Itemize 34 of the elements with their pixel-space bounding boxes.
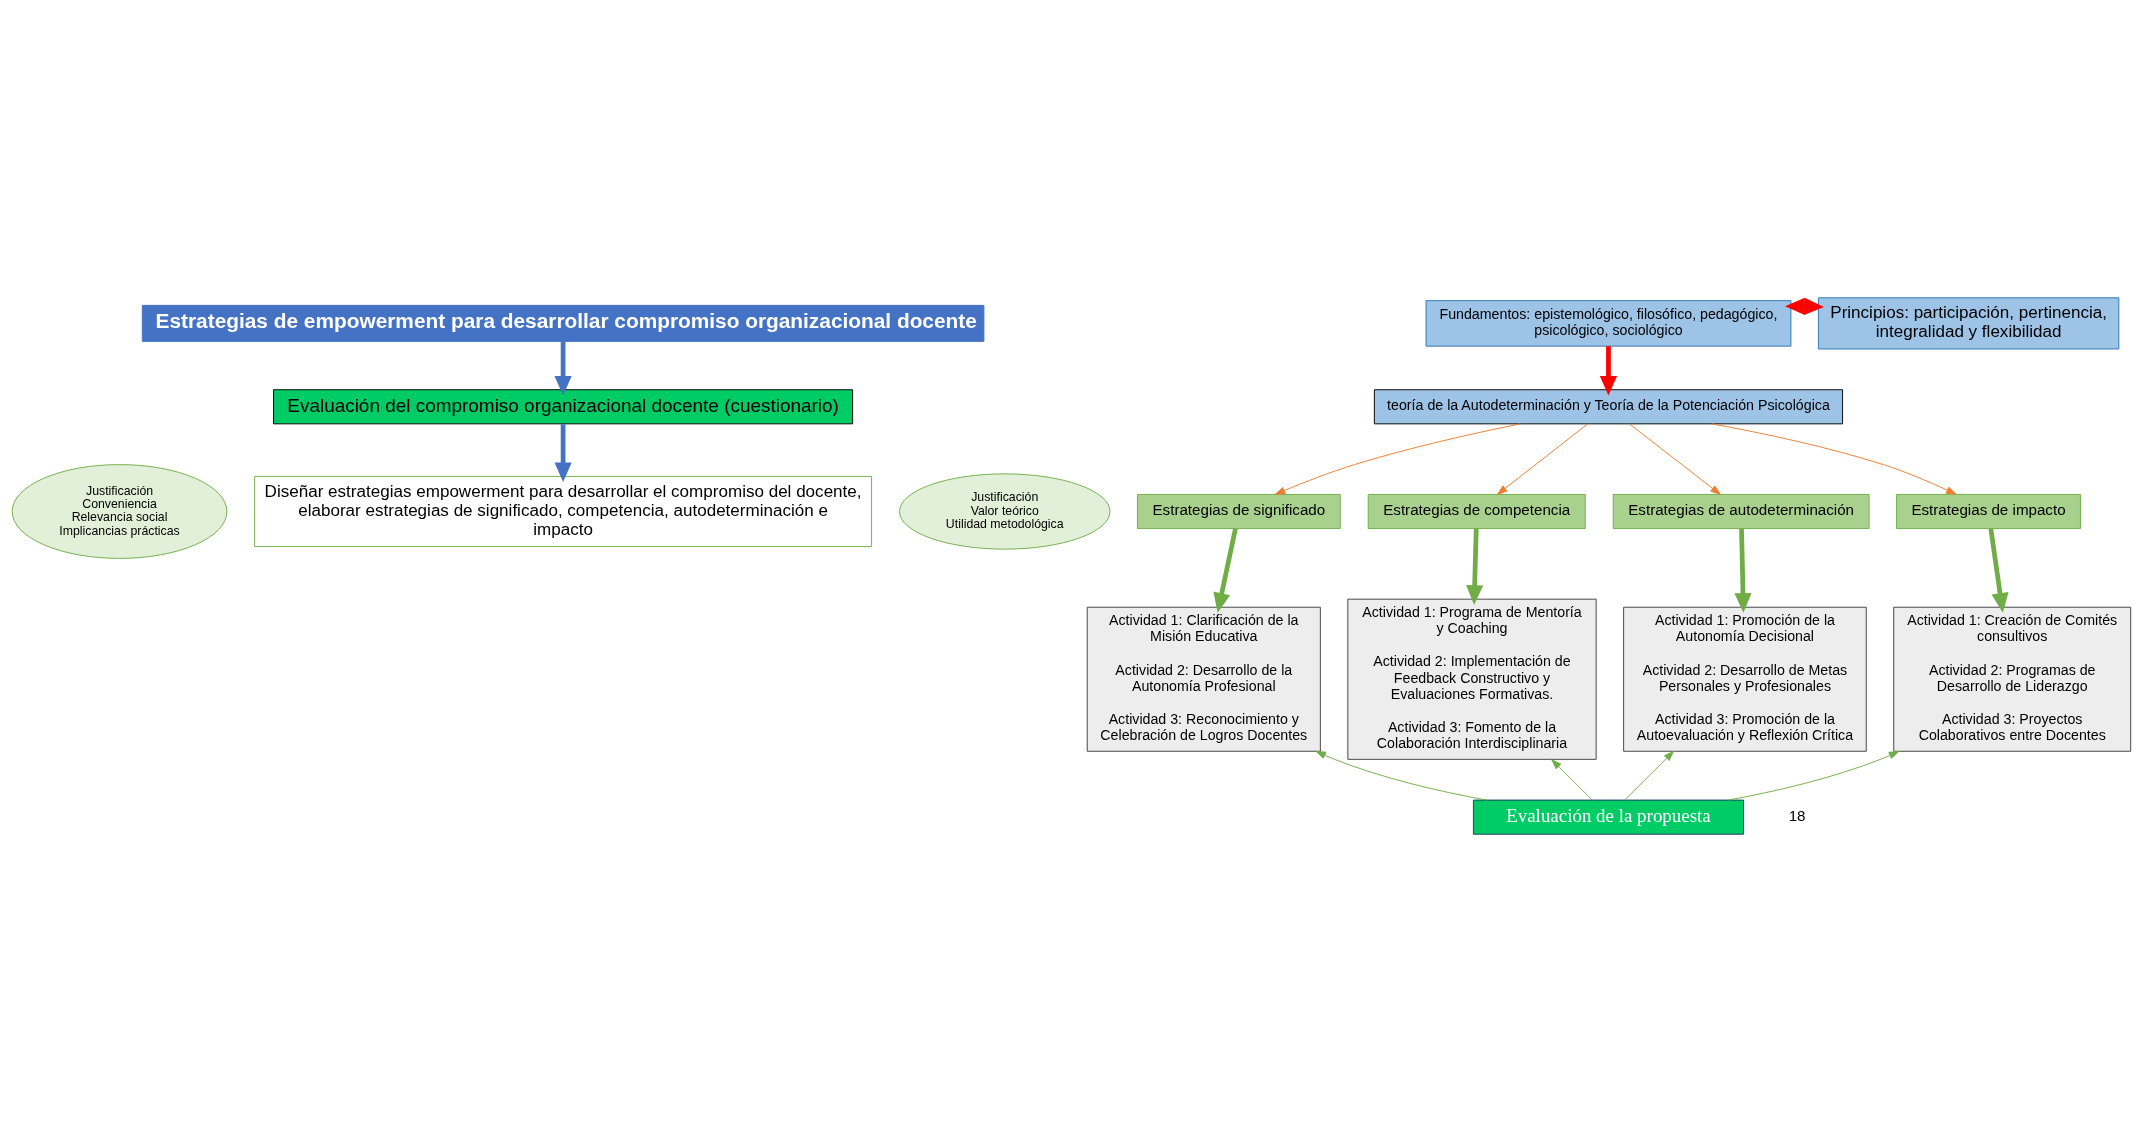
arrow xyxy=(1551,758,1593,801)
arrow xyxy=(1711,422,1957,495)
node-ellipse: Justificación Conveniencia Relevancia social Implicancias prácticas xyxy=(11,463,228,559)
node-box: Actividad 1: Promoción de la Autonomía Decisional Actividad 2: Desarrollo de Metas Personales y Profesionales Actividad 3: Promoción de la Autoevaluación y Reflexión Crítica xyxy=(1623,606,1867,752)
node-box: Estrategias de competencia xyxy=(1367,493,1586,529)
arrow xyxy=(554,423,572,482)
arrow xyxy=(1629,423,1721,495)
node-box: Actividad 1: Creación de Comités consultivos Actividad 2: Programas de Desarrollo de Liderazgo Actividad 3: Proyectos Colaborativos entre Docentes xyxy=(1893,606,2132,752)
arrow xyxy=(1274,422,1521,495)
diagram-title: Estrategias de empowerment para desarrollar compromiso organizacional docente xyxy=(155,308,977,332)
arrow xyxy=(1727,750,1900,800)
node-box: Actividad 1: Programa de Mentoría y Coaching Actividad 2: Implementación de Feedback Constructivo y Evaluaciones Formativas. Actividad 3: Fomento de la Colaboración Interdisciplinaria xyxy=(1347,598,1597,760)
node-box: Estrategias de impacto xyxy=(1896,493,2081,529)
node-box: Diseñar estrategias empowerment para desarrollar el compromiso del docente, elaborar estrategias de significado, competencia, autodeterminación e impacto xyxy=(254,475,873,547)
arrow xyxy=(1599,345,1618,396)
arrow xyxy=(1213,527,1238,613)
node-box: Evaluación del compromiso organizacional docente (cuestionario) xyxy=(273,388,854,424)
arrow xyxy=(1497,423,1589,495)
node-box: Estrategias de significado xyxy=(1136,493,1341,529)
arrow xyxy=(1734,528,1752,613)
arrow xyxy=(1988,527,2009,613)
arrow xyxy=(554,341,572,396)
node-box: Estrategias de autodeterminación xyxy=(1612,493,1870,529)
label: 18 xyxy=(1788,806,1806,824)
node-ellipse: Justificación Valor teórico Utilidad metodológica xyxy=(899,472,1111,550)
arrow xyxy=(1785,297,1824,315)
arrow xyxy=(1315,750,1488,801)
arrow xyxy=(1466,528,1484,605)
arrow xyxy=(1624,750,1674,800)
node-box: Actividad 1: Clarificación de la Misión Educativa Actividad 2: Desarrollo de la Autonomía Profesional Actividad 3: Reconocimiento y Celebración de Logros Docentes xyxy=(1086,606,1321,752)
node-box: Fundamentos: epistemológico, filosófico, pedagógico, psicológico, sociológico xyxy=(1425,299,1792,347)
node-box: teoría de la Autodeterminación y Teoría de la Potenciación Psicológica xyxy=(1373,388,1844,424)
node-box: Principios: participación, pertinencia, integralidad y flexibilidad xyxy=(1817,296,2120,349)
node-box: Evaluación de la propuesta xyxy=(1472,799,1744,835)
